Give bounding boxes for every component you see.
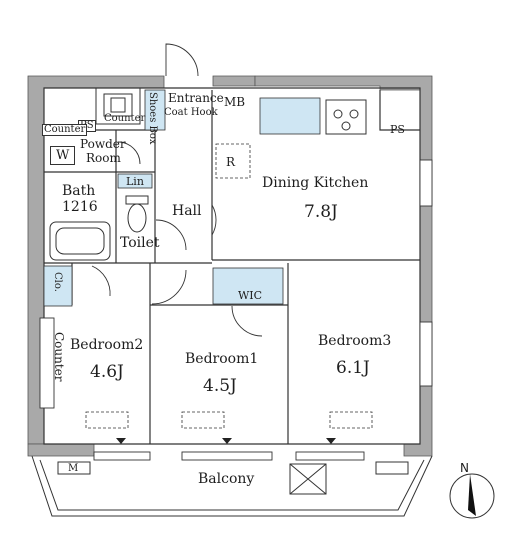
bedroom1-size: 4.5J bbox=[203, 376, 237, 396]
exterior-walls bbox=[27, 75, 433, 457]
counter-bedroom2-label: Counter bbox=[52, 332, 66, 382]
closet-label: Clo. bbox=[52, 272, 63, 292]
bath-size: 1216 bbox=[62, 199, 98, 215]
windows bbox=[39, 159, 433, 461]
bedroom3-label: Bedroom3 bbox=[318, 333, 392, 349]
entrance-label: Entrance bbox=[168, 91, 224, 105]
storage-areas bbox=[43, 89, 321, 307]
balcony-outline bbox=[31, 455, 433, 517]
balcony-label: Balcony bbox=[198, 471, 255, 487]
aircon-marks bbox=[85, 411, 373, 429]
aircon-label: M bbox=[68, 463, 79, 474]
linen-label: Lin bbox=[126, 175, 144, 188]
mb-label: MB bbox=[224, 95, 246, 109]
bedroom1-label: Bedroom1 bbox=[185, 351, 259, 367]
counter-small-label: Counter bbox=[42, 124, 88, 136]
bedroom2-label: Bedroom2 bbox=[70, 337, 144, 353]
washbasin bbox=[95, 87, 141, 125]
north-label: N bbox=[460, 461, 469, 475]
counter-top-label: Counter bbox=[104, 113, 146, 124]
dining-kitchen-size: 7.8J bbox=[304, 202, 338, 222]
bath-label: Bath bbox=[62, 183, 96, 199]
bathtub bbox=[49, 221, 111, 261]
powder-room-label-line2: Room bbox=[86, 151, 121, 165]
dining-kitchen-label: Dining Kitchen bbox=[262, 175, 369, 191]
wic-label: WIC bbox=[238, 289, 263, 302]
door-swings bbox=[91, 43, 263, 337]
north-compass bbox=[449, 473, 495, 519]
coat-hook-label: Coat Hook bbox=[164, 107, 218, 118]
toilet-label: Toilet bbox=[120, 235, 160, 251]
refrigerator-space bbox=[215, 143, 251, 179]
bedroom3-size: 6.1J bbox=[336, 358, 370, 378]
hall-label: Hall bbox=[172, 203, 202, 219]
refrigerator-label: R bbox=[226, 155, 236, 169]
bedroom2-size: 4.6J bbox=[90, 362, 124, 382]
washer-label: W bbox=[50, 146, 76, 165]
toilet-fixture bbox=[125, 195, 149, 233]
ps-right-label: PS bbox=[390, 123, 405, 136]
powder-room-label-line1: Powder bbox=[80, 137, 126, 151]
kitchen-stove bbox=[325, 99, 367, 135]
window-arrows bbox=[116, 438, 336, 444]
shoes-box-label: Shoes Box bbox=[147, 92, 158, 145]
